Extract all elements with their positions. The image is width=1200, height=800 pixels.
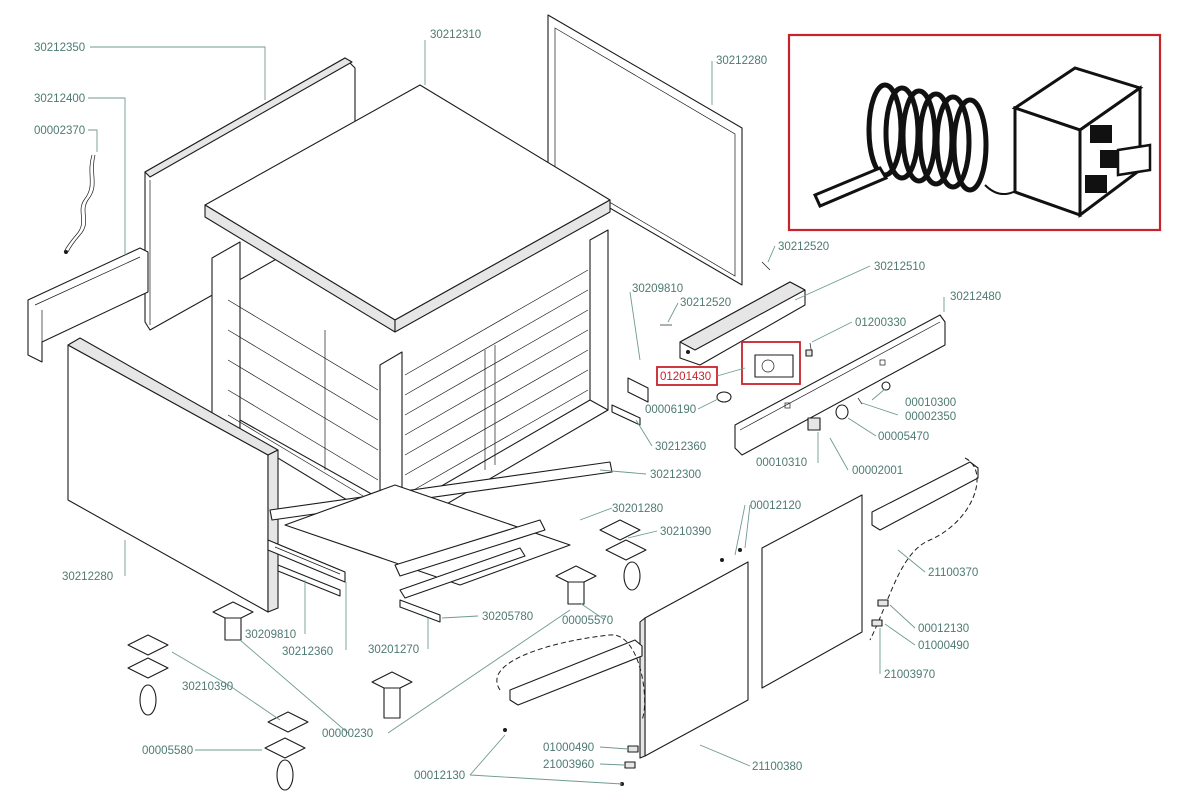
- callout-30212280-top: 30212280: [716, 55, 767, 67]
- callout-00010300: 00010300: [905, 397, 956, 409]
- callout-00000230: 00000230: [322, 728, 373, 740]
- callout-30212280-bottom: 30212280: [62, 571, 113, 583]
- callout-00002001: 00002001: [852, 465, 903, 477]
- callout-30205780: 30205780: [482, 611, 533, 623]
- callout-00012120: 00012120: [750, 500, 801, 512]
- callout-30212520-top: 30212520: [778, 241, 829, 253]
- callout-21100380: 21100380: [752, 761, 802, 773]
- heating-element-inset: [787, 33, 1162, 232]
- callout-30212510: 30212510: [874, 261, 925, 273]
- feet-and-casters: [127, 519, 647, 791]
- callout-21003970: 21003970: [884, 669, 935, 681]
- hinges: [624, 548, 889, 769]
- rear-rail: [27, 247, 149, 363]
- callout-00005570: 00005570: [562, 615, 613, 627]
- callout-00012130-bottom: 00012130: [414, 770, 465, 782]
- oven-doors: [639, 494, 863, 759]
- front-side-panel: [67, 337, 279, 613]
- small-parts: [660, 261, 891, 431]
- side-rail-right: [611, 377, 649, 426]
- control-panel-bar: [679, 281, 806, 366]
- callout-00010310: 00010310: [756, 457, 807, 469]
- callout-01200330: 01200330: [855, 317, 906, 329]
- callout-01000490-bottom: 01000490: [543, 742, 594, 754]
- callout-00002350: 00002350: [905, 411, 956, 423]
- callout-30212400: 30212400: [34, 93, 85, 105]
- callout-00005470: 00005470: [878, 431, 929, 443]
- callout-30212480: 30212480: [950, 291, 1001, 303]
- door-handles: [496, 457, 979, 721]
- callout-30210390-bottom: 30210390: [182, 681, 233, 693]
- callout-01201430: 01201430: [660, 371, 711, 383]
- callout-30209810-right: 30209810: [632, 283, 683, 295]
- right-side-panel: [547, 14, 743, 286]
- callout-30212520-mid: 30212520: [680, 297, 731, 309]
- bottom-tray: [269, 461, 613, 599]
- callout-30212360-left: 30212360: [282, 646, 333, 658]
- callout-30209810-left: 30209810: [245, 629, 296, 641]
- callout-30201270: 30201270: [368, 644, 419, 656]
- callout-30210390-top: 30210390: [660, 526, 711, 538]
- callout-labels: 30212350 30212400 00002370 30212310 3021…: [34, 29, 1001, 782]
- callout-21003960: 21003960: [543, 759, 594, 771]
- callout-30212350: 30212350: [34, 42, 85, 54]
- callout-00005580: 00005580: [142, 745, 193, 757]
- cable-wire: [63, 154, 96, 254]
- callout-00006190: 00006190: [645, 404, 696, 416]
- callout-30212360-right: 30212360: [655, 441, 706, 453]
- callout-01000490-right: 01000490: [918, 640, 969, 652]
- callout-00012130-right: 00012130: [918, 623, 969, 635]
- callout-21100370: 21100370: [928, 567, 978, 579]
- callout-30201280: 30201280: [612, 503, 663, 515]
- part-highlight-box: [741, 341, 801, 385]
- callout-00002370: 00002370: [34, 125, 85, 137]
- callout-30212300: 30212300: [650, 469, 701, 481]
- leader-lines: [88, 40, 945, 785]
- front-bar: [734, 314, 946, 456]
- callout-30212310: 30212310: [430, 29, 481, 41]
- top-cover: [204, 84, 611, 333]
- lower-grid: [267, 539, 441, 623]
